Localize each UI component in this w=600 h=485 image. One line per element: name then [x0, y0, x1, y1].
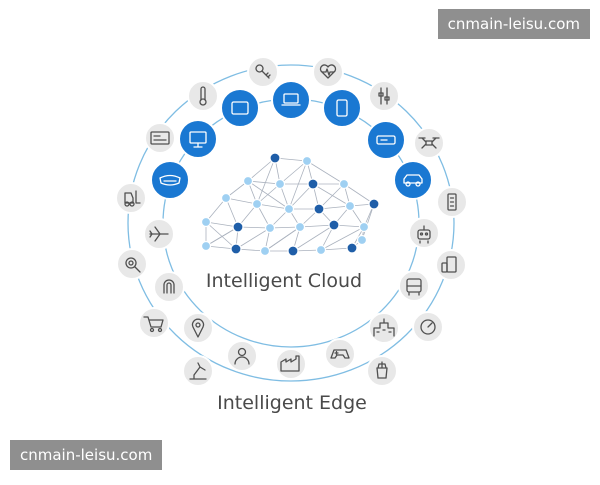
robot-icon [408, 217, 440, 249]
desktop-icon [178, 119, 218, 159]
appliance-icon [435, 249, 467, 281]
network-node [313, 203, 325, 215]
network-node [294, 221, 306, 233]
network-node [346, 242, 358, 254]
panel-icon [436, 186, 468, 218]
network-node [200, 240, 212, 252]
network-node [269, 152, 281, 164]
gauge-icon [412, 311, 444, 343]
laptop-icon [271, 80, 311, 120]
watermark-top: cnmain-leisu.com [437, 9, 590, 39]
cloud-network [200, 152, 380, 257]
network-node [230, 243, 242, 255]
network-node [344, 200, 356, 212]
tablet-icon [220, 88, 260, 128]
network-node [220, 192, 232, 204]
network-node [274, 178, 286, 190]
sliders-icon [368, 80, 400, 112]
network-node [356, 234, 368, 246]
network-node [264, 222, 276, 234]
network-node [287, 245, 299, 257]
factory-icon [275, 348, 307, 380]
network-node [358, 221, 370, 233]
airplane-icon [143, 218, 175, 250]
gear-wrench-icon [116, 248, 148, 280]
person-icon [226, 340, 258, 372]
edge-label: Intelligent Edge [217, 392, 367, 414]
heart-monitor-icon [312, 56, 344, 88]
gamepad-icon [324, 338, 356, 370]
forklift-icon [115, 182, 147, 214]
phone-icon [322, 88, 362, 128]
network-node [338, 178, 350, 190]
location-pin-icon [182, 312, 214, 344]
cup-icon [366, 355, 398, 387]
hololens-icon [150, 160, 190, 200]
network-node [232, 221, 244, 233]
network-node [283, 203, 295, 215]
network-node [307, 178, 319, 190]
card-reader-icon [144, 122, 176, 154]
watermark-bottom: cnmain-leisu.com [10, 440, 163, 470]
device-icons [115, 56, 468, 387]
network-node [315, 244, 327, 256]
network-node [328, 219, 340, 231]
network-node [242, 175, 254, 187]
network-node [368, 198, 380, 210]
thermometer-icon [187, 80, 219, 112]
network-node [251, 198, 263, 210]
key-icon [247, 56, 279, 88]
cart-icon [138, 307, 170, 339]
router-icon [366, 120, 406, 160]
network-node [200, 216, 212, 228]
cloud-label: Intelligent Cloud [205, 270, 363, 292]
car-icon [393, 160, 433, 200]
robot-arm-icon [182, 355, 214, 387]
biometric-icon [153, 271, 185, 303]
bus-icon [398, 270, 430, 302]
network-node [259, 245, 271, 257]
network-node [301, 155, 313, 167]
drone-icon [413, 127, 445, 159]
building-icon [368, 312, 400, 344]
outer-ring [127, 64, 455, 382]
